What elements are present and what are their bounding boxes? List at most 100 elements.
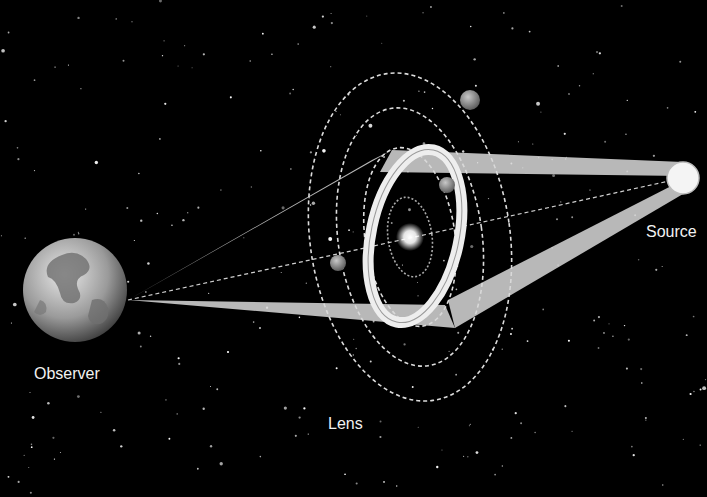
star xyxy=(534,432,536,434)
ring-edge xyxy=(354,141,477,331)
star xyxy=(260,456,262,458)
star xyxy=(312,202,315,205)
star xyxy=(511,328,513,330)
star xyxy=(31,444,33,446)
star xyxy=(603,332,605,334)
star xyxy=(138,173,139,174)
star xyxy=(380,420,382,422)
star xyxy=(608,323,609,324)
star xyxy=(502,465,503,466)
star xyxy=(383,156,385,158)
star xyxy=(54,458,55,459)
star xyxy=(18,481,20,483)
star xyxy=(197,468,199,470)
orbits xyxy=(288,60,532,415)
star xyxy=(560,201,561,202)
planet xyxy=(330,255,346,271)
star xyxy=(249,60,251,62)
star xyxy=(60,452,61,453)
star xyxy=(216,388,218,390)
star xyxy=(572,431,573,432)
star xyxy=(383,481,385,483)
star xyxy=(220,462,223,465)
star xyxy=(147,262,149,264)
star xyxy=(159,0,162,2)
earth xyxy=(23,238,127,342)
star xyxy=(510,437,512,439)
star xyxy=(168,438,170,440)
star xyxy=(475,85,477,87)
star xyxy=(417,282,418,283)
star xyxy=(123,60,125,62)
star xyxy=(604,141,606,143)
star xyxy=(702,386,706,390)
planet xyxy=(439,177,455,193)
star xyxy=(532,143,533,144)
star xyxy=(418,90,419,91)
star xyxy=(353,339,354,340)
star xyxy=(253,321,255,323)
star xyxy=(290,168,291,169)
star xyxy=(282,206,285,209)
star xyxy=(13,303,17,307)
star xyxy=(589,189,590,190)
star xyxy=(177,413,178,414)
star xyxy=(150,335,151,336)
star xyxy=(568,93,569,94)
star xyxy=(208,293,209,294)
star xyxy=(626,368,628,370)
star xyxy=(259,327,261,329)
star xyxy=(366,15,367,16)
star xyxy=(457,332,459,334)
star xyxy=(463,456,464,457)
light-beams xyxy=(128,150,683,328)
star xyxy=(470,245,473,248)
star xyxy=(210,445,212,447)
star xyxy=(441,450,442,451)
star xyxy=(164,103,166,105)
star xyxy=(331,22,333,24)
star xyxy=(520,422,522,424)
star xyxy=(159,138,161,140)
star xyxy=(1,235,2,236)
star xyxy=(662,484,664,486)
star xyxy=(116,18,117,19)
star xyxy=(456,289,458,291)
star xyxy=(336,367,338,369)
star xyxy=(131,21,132,22)
star xyxy=(32,416,35,419)
star xyxy=(11,322,12,323)
star xyxy=(157,213,159,215)
star xyxy=(403,100,405,102)
star xyxy=(126,207,128,209)
star xyxy=(568,340,570,342)
star xyxy=(633,454,635,456)
star xyxy=(645,419,646,420)
star xyxy=(436,466,438,468)
star xyxy=(73,234,75,236)
star xyxy=(178,357,180,359)
star xyxy=(621,5,623,7)
star xyxy=(370,361,372,363)
star xyxy=(469,425,470,426)
star xyxy=(31,446,33,448)
star xyxy=(310,204,311,205)
star xyxy=(402,264,403,265)
star xyxy=(503,12,505,14)
star xyxy=(540,112,541,113)
star xyxy=(353,231,354,232)
star xyxy=(527,340,529,342)
star xyxy=(30,492,32,494)
star xyxy=(693,391,695,393)
star xyxy=(612,335,614,337)
star xyxy=(418,427,419,428)
star xyxy=(640,368,642,370)
star xyxy=(80,88,81,89)
lens-star xyxy=(396,223,424,251)
star xyxy=(284,407,287,410)
planet xyxy=(460,90,480,110)
star xyxy=(243,237,244,238)
star xyxy=(331,13,332,14)
star xyxy=(68,64,69,65)
